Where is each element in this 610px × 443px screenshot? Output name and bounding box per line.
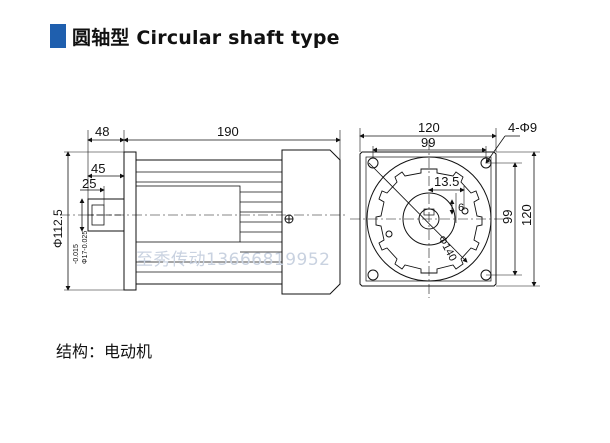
dim-body-length: 190 — [217, 124, 239, 139]
front-view — [350, 128, 540, 298]
rear-cover — [281, 149, 341, 295]
dim-shaft-diameter: Φ17-0.025 — [82, 231, 89, 264]
section-header: 圆轴型 Circular shaft type — [50, 22, 340, 50]
dim-front-height-pitch: 99 — [500, 210, 515, 224]
mount-hole-icon — [367, 269, 379, 281]
side-view — [60, 130, 348, 295]
dim-key-width: 6 — [458, 202, 464, 214]
dim-front-width: 120 — [418, 120, 440, 135]
dim-flange-diameter: Φ112.5 — [51, 209, 65, 248]
dim-25: 25 — [82, 176, 96, 191]
dim-tolerance-upper: -0.015 — [73, 244, 80, 264]
section-title: 圆轴型 Circular shaft type — [72, 26, 340, 49]
front-flange — [359, 151, 497, 287]
dim-key-height: 13.5 — [434, 174, 459, 189]
flange-outline — [123, 151, 137, 291]
dim-front-height: 120 — [519, 204, 534, 226]
title-accent-square — [50, 24, 66, 48]
dim-45: 45 — [91, 161, 105, 176]
dim-housing-diameter: Φ140 — [435, 234, 458, 264]
watermark-text: 至秀传动13666819952 — [136, 250, 331, 270]
dim-mount-holes: 4-Φ9 — [508, 120, 537, 135]
structure-label: 结构：电动机 — [56, 342, 153, 361]
dim-shaft-length: 48 — [95, 124, 109, 139]
dim-front-pitch: 99 — [421, 135, 435, 150]
